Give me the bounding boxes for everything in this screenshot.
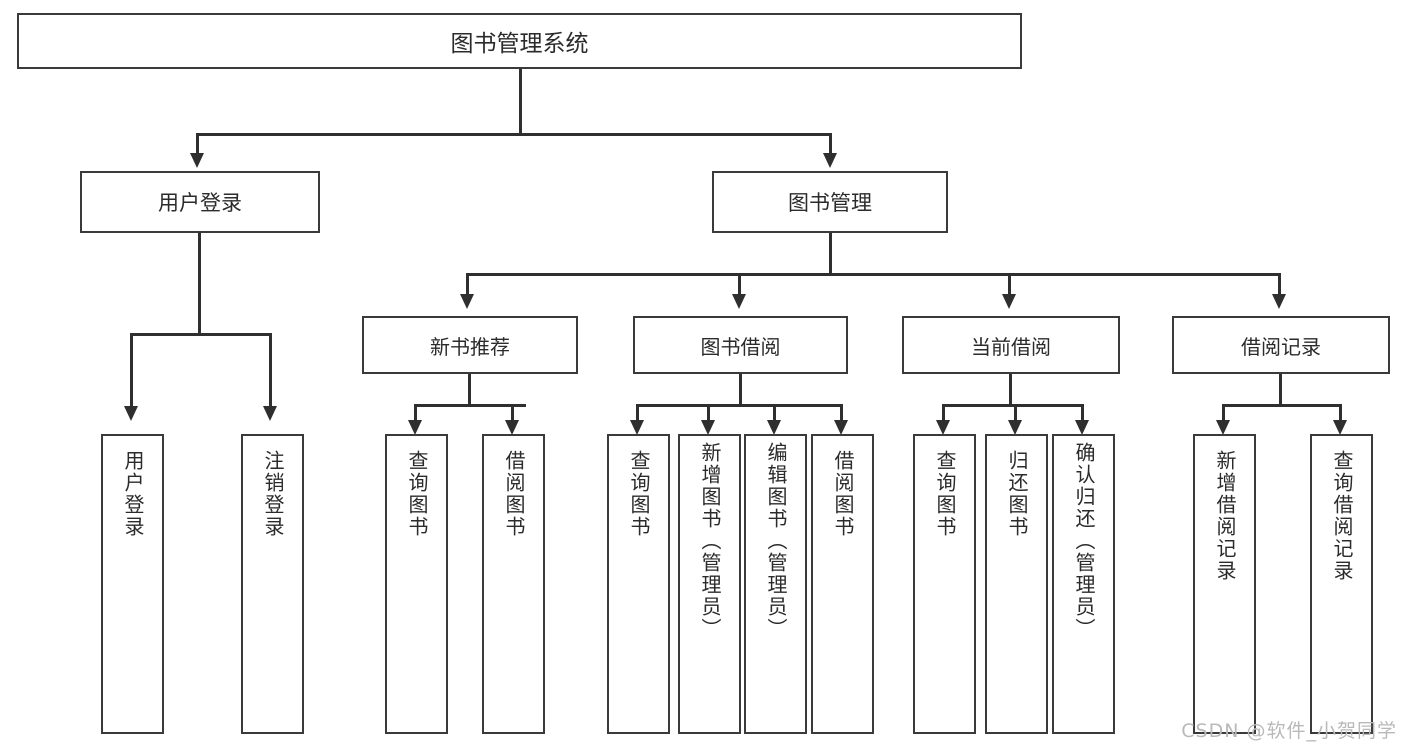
connector-nbr-to-leaf-2 [511,404,514,422]
connector-new-book-recommend-bar [414,404,526,407]
node-borrow-record[interactable]: 借阅记录 [1172,316,1390,374]
connector-book-borrow-bar [636,404,843,407]
node-label: 图书借阅 [700,334,781,359]
arrowhead-to-leaf-add-book-admin [701,420,715,435]
arrowhead-to-borrow-record [1272,294,1286,309]
node-label: 归还图书 [1005,450,1029,538]
connector-bm-to-book-borrow [738,273,741,296]
arrowhead-to-new-book-recommend [460,294,474,309]
arrowhead-to-leaf-confirm-return-admin [1075,420,1089,435]
node-root-book-management-system[interactable]: 图书管理系统 [17,13,1022,69]
node-label: 查询图书 [627,450,651,538]
connector-bb-to-leaf-2 [707,404,710,422]
node-label: 新增图书（管理员） [698,442,722,640]
node-new-book-recommend[interactable]: 新书推荐 [362,316,578,374]
connector-book-management-bar [466,273,1280,276]
arrowhead-to-current-borrow [1002,294,1016,309]
connector-cb-to-leaf-2 [1014,404,1017,422]
node-label: 查询图书 [405,450,429,538]
arrowhead-to-leaf-query-borrow-record [1333,420,1347,435]
connector-current-borrow-bar [942,404,1083,407]
connector-bm-to-new-book-recommend [466,273,469,296]
connector-root-stem [519,69,522,135]
node-leaf-logout-login[interactable]: 注销登录 [241,434,304,734]
connector-bb-to-leaf-3 [773,404,776,422]
node-leaf-query-borrow-record[interactable]: 查询借阅记录 [1310,434,1373,734]
connector-book-management-stem [829,233,832,275]
connector-user-login-to-leaf-1 [130,333,133,408]
arrowhead-to-leaf-edit-book-admin [767,420,781,435]
connector-user-login-bar [130,333,272,336]
node-book-management[interactable]: 图书管理 [712,171,948,233]
arrowhead-to-leaf-add-borrow-record [1216,420,1230,435]
connector-br-to-leaf-2 [1339,404,1342,422]
connector-bm-to-current-borrow [1008,273,1011,296]
connector-root-to-user-login [196,133,199,155]
arrowhead-to-leaf-query-book-2 [630,420,644,435]
node-label: 查询图书 [933,450,957,538]
arrowhead-to-leaf-query-book-3 [936,420,950,435]
arrowhead-to-leaf-borrow-book-1 [505,420,519,435]
node-label: 用户登录 [121,450,145,538]
connector-user-login-stem [198,233,201,335]
node-current-borrow[interactable]: 当前借阅 [902,316,1120,374]
arrowhead-to-leaf-logout-login [263,406,277,421]
arrowhead-to-leaf-user-login [124,406,138,421]
node-label: 注销登录 [261,450,285,538]
arrowhead-to-user-login [190,153,204,168]
node-leaf-query-book-1[interactable]: 查询图书 [385,434,448,734]
connector-br-to-leaf-1 [1222,404,1225,422]
arrowhead-to-book-management [823,153,837,168]
connector-nbr-to-leaf-1 [414,404,417,422]
node-leaf-return-book[interactable]: 归还图书 [985,434,1048,734]
node-label: 新增借阅记录 [1213,450,1237,582]
node-label: 新书推荐 [430,334,510,359]
node-leaf-borrow-book-2[interactable]: 借阅图书 [811,434,874,734]
node-label: 用户登录 [158,191,242,215]
node-label: 图书管理 [788,191,872,215]
node-leaf-add-borrow-record[interactable]: 新增借阅记录 [1193,434,1256,734]
node-label: 借阅图书 [831,450,855,538]
arrowhead-to-leaf-query-book-1 [408,420,422,435]
connector-root-to-book-management [829,133,832,155]
node-leaf-edit-book-admin[interactable]: 编辑图书（管理员） [744,434,807,734]
node-leaf-query-book-3[interactable]: 查询图书 [913,434,976,734]
node-label: 借阅图书 [502,450,526,538]
node-user-login[interactable]: 用户登录 [80,171,320,233]
node-label: 图书管理系统 [450,31,589,57]
arrowhead-to-leaf-borrow-book-2 [834,420,848,435]
node-label: 查询借阅记录 [1330,450,1354,582]
connector-borrow-record-bar [1222,404,1341,407]
connector-current-borrow-stem [1009,374,1012,406]
connector-bm-to-borrow-record [1278,273,1281,296]
connector-cb-to-leaf-1 [942,404,945,422]
connector-user-login-to-leaf-2 [269,333,272,408]
node-leaf-add-book-admin[interactable]: 新增图书（管理员） [678,434,741,734]
connector-bb-to-leaf-4 [840,404,843,422]
connector-book-borrow-stem [739,374,742,406]
node-label: 当前借阅 [971,334,1051,359]
node-leaf-borrow-book-1[interactable]: 借阅图书 [482,434,545,734]
node-book-borrow[interactable]: 图书借阅 [633,316,848,374]
connector-new-book-recommend-stem [468,374,471,406]
node-label: 确认归还（管理员） [1072,442,1096,640]
node-label: 借阅记录 [1241,334,1321,359]
node-leaf-confirm-return-admin[interactable]: 确认归还（管理员） [1052,434,1115,734]
arrowhead-to-book-borrow [732,294,746,309]
connector-borrow-record-stem [1279,374,1282,406]
arrowhead-to-leaf-return-book [1008,420,1022,435]
connector-bb-to-leaf-1 [636,404,639,422]
node-leaf-user-login[interactable]: 用户登录 [101,434,164,734]
connector-cb-to-leaf-3 [1081,404,1084,422]
node-label: 编辑图书（管理员） [764,442,788,640]
connector-root-bar [196,133,832,136]
node-leaf-query-book-2[interactable]: 查询图书 [607,434,670,734]
